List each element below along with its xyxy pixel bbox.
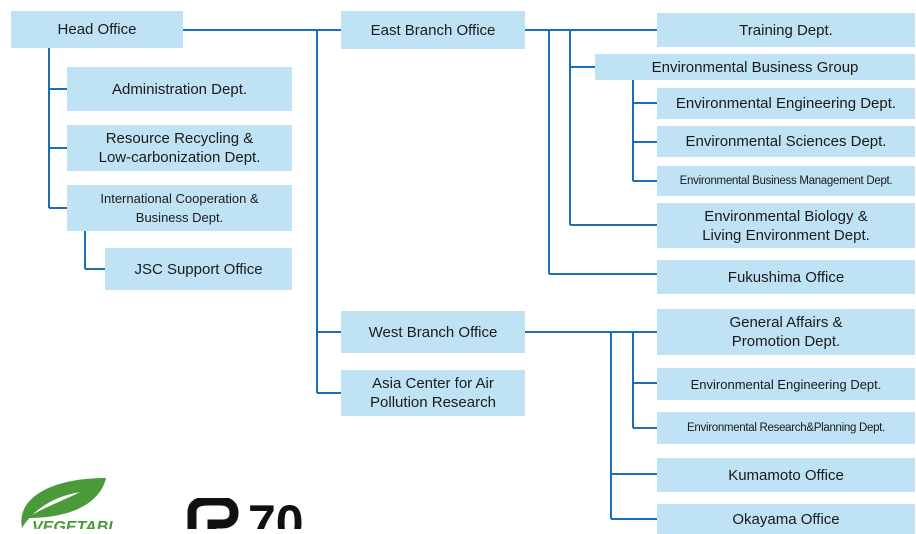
west-environmental-engineering-dept-box: Environmental Engineering Dept. (657, 368, 915, 400)
environmental-biology-dept-box: Environmental Biology & Living Environme… (657, 203, 915, 248)
vegetable-ink-logo: VEGETABLE (8, 470, 130, 534)
environmental-business-group-box: Environmental Business Group (595, 54, 915, 80)
administration-dept-box: Administration Dept. (67, 67, 292, 111)
training-dept-box: Training Dept. (657, 13, 915, 47)
environmental-business-management-dept-box: Environmental Business Management Dept. (657, 166, 915, 196)
fukushima-office-box: Fukushima Office (657, 260, 915, 294)
west-branch-office-box: West Branch Office (341, 311, 525, 353)
recycle-70-logo: 70 (186, 495, 316, 534)
okayama-office-box: Okayama Office (657, 504, 915, 534)
environmental-engineering-dept-box: Environmental Engineering Dept. (657, 88, 915, 119)
jsc-support-office-box: JSC Support Office (105, 248, 292, 290)
environmental-sciences-dept-box: Environmental Sciences Dept. (657, 126, 915, 157)
asia-center-box: Asia Center for Air Pollution Research (341, 370, 525, 416)
general-affairs-dept-box: General Affairs & Promotion Dept. (657, 309, 915, 355)
vegetable-logo-text: VEGETABLE (32, 519, 118, 529)
resource-recycling-dept-box: Resource Recycling & Low-carbonization D… (67, 125, 292, 171)
east-branch-office-box: East Branch Office (341, 11, 525, 49)
kumamoto-office-box: Kumamoto Office (657, 458, 915, 492)
environmental-research-planning-dept-box: Environmental Research&Planning Dept. (657, 412, 915, 444)
r70-logo-text: 70 (248, 498, 304, 529)
head-office-box: Head Office (11, 11, 183, 48)
international-cooperation-dept-box: International Cooperation & Business Dep… (67, 185, 292, 231)
